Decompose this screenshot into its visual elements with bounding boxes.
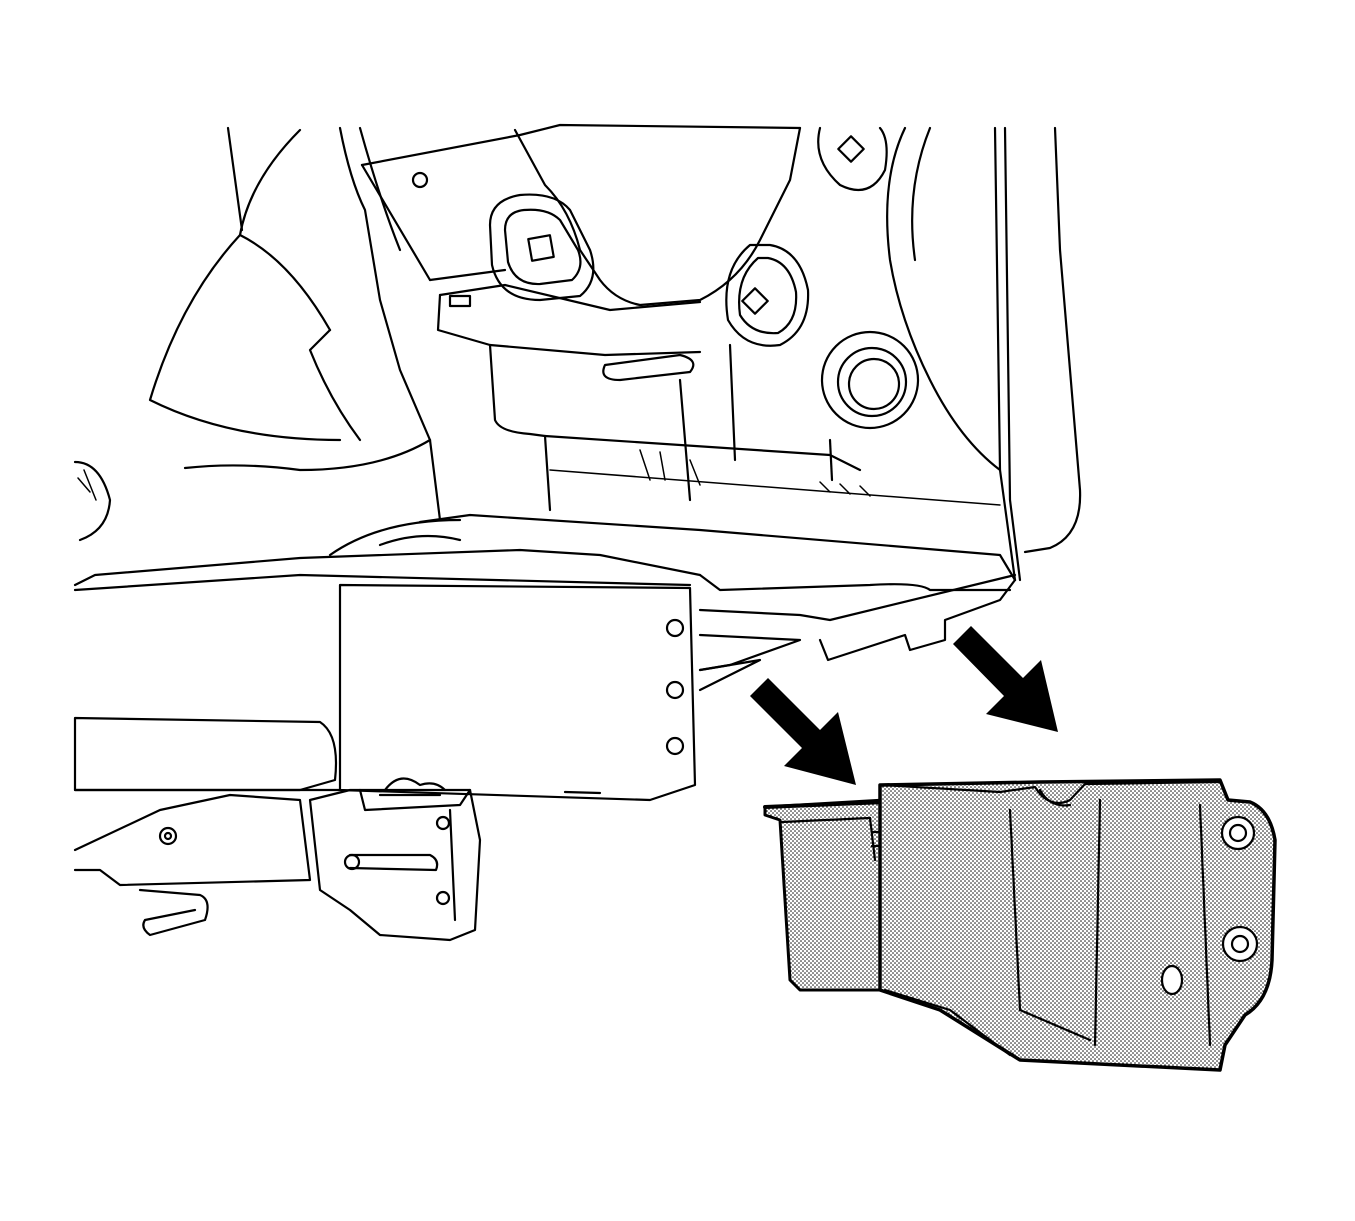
frame-rail [73,513,1017,942]
heat-shield-part [763,778,1277,1072]
removal-arrow-right [953,626,1058,732]
removal-arrow-left [750,678,856,785]
vehicle-body-structure [73,123,1082,582]
